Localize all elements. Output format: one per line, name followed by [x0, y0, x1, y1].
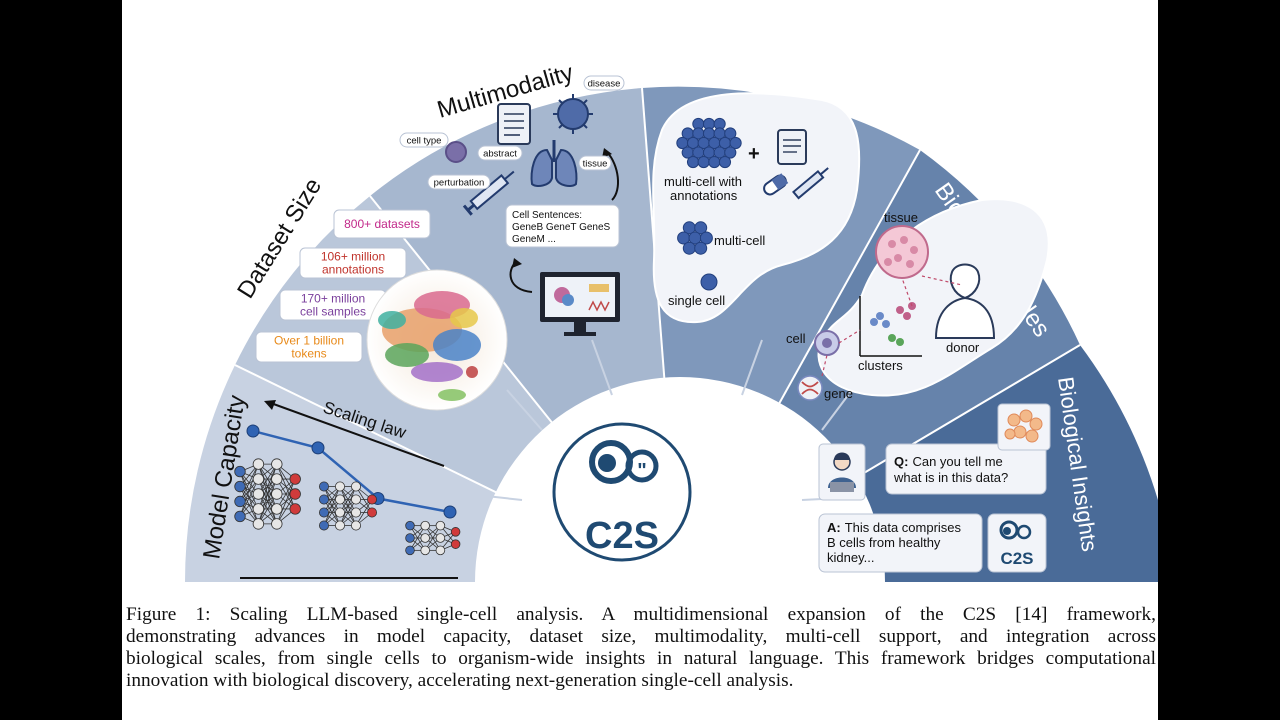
label-cell-type: cell type	[399, 132, 449, 148]
question-line-1: Q:Can you tell me	[894, 454, 1003, 469]
svg-text:perturbation: perturbation	[434, 178, 485, 189]
svg-text:": "	[637, 460, 646, 482]
scaling-point	[246, 424, 260, 438]
c2s-small-logo	[999, 520, 1032, 540]
pill-icon	[763, 173, 789, 196]
answer-line-2: B cells from healthy	[827, 535, 941, 550]
dataset-badge-text: 106+ million	[321, 250, 385, 264]
user-icon	[828, 452, 856, 492]
cd-syringe-icon	[792, 167, 829, 200]
tissue-label: tissue	[884, 210, 918, 225]
dataset-badge-text: annotations	[322, 263, 384, 277]
neural-net-icon	[318, 481, 377, 531]
cell-clusters	[676, 117, 742, 291]
neural-net-icon	[234, 458, 301, 530]
label-perturbation: perturbation	[427, 174, 491, 190]
dataset-badge-text: Over 1 billion	[274, 334, 344, 348]
clusters-label: clusters	[858, 358, 903, 373]
lungs-icon	[530, 140, 578, 187]
label-tissue: tissue	[578, 155, 612, 171]
scaling-arrow	[264, 400, 445, 467]
cd-document-icon	[777, 129, 807, 165]
cell-label: cell	[786, 331, 806, 346]
computer-icon	[540, 272, 620, 336]
donor-icon	[934, 263, 996, 339]
umap-plot	[366, 269, 508, 411]
svg-text:tissue: tissue	[583, 159, 608, 170]
svg-text:GeneB GeneT GeneS: GeneB GeneT GeneS	[512, 222, 611, 233]
cell-sentence-box: Cell Sentences: GeneB GeneT GeneS GeneM …	[505, 204, 620, 248]
gene-icon	[797, 375, 823, 401]
caption-line: innovation with biological discovery, ac…	[126, 670, 794, 691]
figure-caption: Figure 1: Scaling LLM-based single-cell …	[126, 604, 1156, 692]
page: Model Capacity Dataset Size Multimodalit…	[122, 0, 1158, 720]
scaling-point	[443, 505, 457, 519]
dataset-badge-text: tokens	[291, 347, 326, 361]
multi-cell-annotations-label-1: multi-cell with	[664, 174, 742, 189]
scaling-point	[311, 441, 325, 455]
figure: Model Capacity Dataset Size Multimodalit…	[184, 38, 1158, 582]
svg-text:cell type: cell type	[407, 136, 442, 147]
scaling-chart	[246, 424, 457, 519]
dataset-badge-text: 800+ datasets	[344, 217, 420, 231]
multimodality-icons	[445, 94, 620, 336]
caption-line: demonstrating advances in model capacity…	[126, 626, 1156, 647]
logo-icon: "	[589, 440, 659, 484]
answer-line-1: A:This data comprises	[827, 520, 962, 535]
tissue-icon	[875, 225, 929, 279]
scales-illustration	[797, 225, 996, 401]
virus-icon	[553, 94, 593, 134]
question-bubble	[885, 443, 1047, 495]
label-disease: disease	[583, 75, 625, 91]
dataset-badge: 800+ datasets	[333, 209, 431, 239]
svg-text:disease: disease	[588, 79, 621, 90]
multi-cell-cluster-icon	[677, 221, 713, 255]
multi-cell-annotations-label-2: annotations	[670, 188, 738, 203]
multi-cell-annotated-cluster-icon	[676, 117, 742, 169]
gene-label: gene	[824, 386, 853, 401]
syringe-icon	[462, 170, 515, 216]
scaling-line	[252, 429, 451, 514]
single-cell-icon	[700, 273, 718, 291]
question-line-2: what is in this data?	[893, 470, 1008, 485]
dataset-badge-text: cell samples	[300, 305, 366, 319]
logo-text: C2S	[585, 515, 659, 557]
cell-type-icon	[445, 141, 467, 163]
svg-text:Cell Sentences:: Cell Sentences:	[512, 210, 582, 221]
c2s-small-text: C2S	[1000, 549, 1033, 568]
answer-bubble	[818, 513, 983, 573]
multi-cell-label: multi-cell	[714, 233, 765, 248]
svg-text:abstract: abstract	[483, 149, 517, 160]
donor-label: donor	[946, 340, 980, 355]
neural-net-icons	[234, 458, 461, 556]
document-icon	[497, 103, 531, 145]
caption-line: Figure 1: Scaling LLM-based single-cell …	[126, 604, 1156, 625]
label-abstract: abstract	[477, 145, 523, 161]
svg-text:GeneM ...: GeneM ...	[512, 234, 556, 245]
plus-sign: +	[748, 143, 760, 165]
neural-net-icon	[405, 520, 461, 556]
answer-line-3: kidney...	[827, 550, 874, 565]
single-cell-label: single cell	[668, 293, 725, 308]
dataset-badge-text: 170+ million	[301, 292, 365, 306]
caption-line: biological scales, from single cells to …	[126, 648, 1156, 669]
